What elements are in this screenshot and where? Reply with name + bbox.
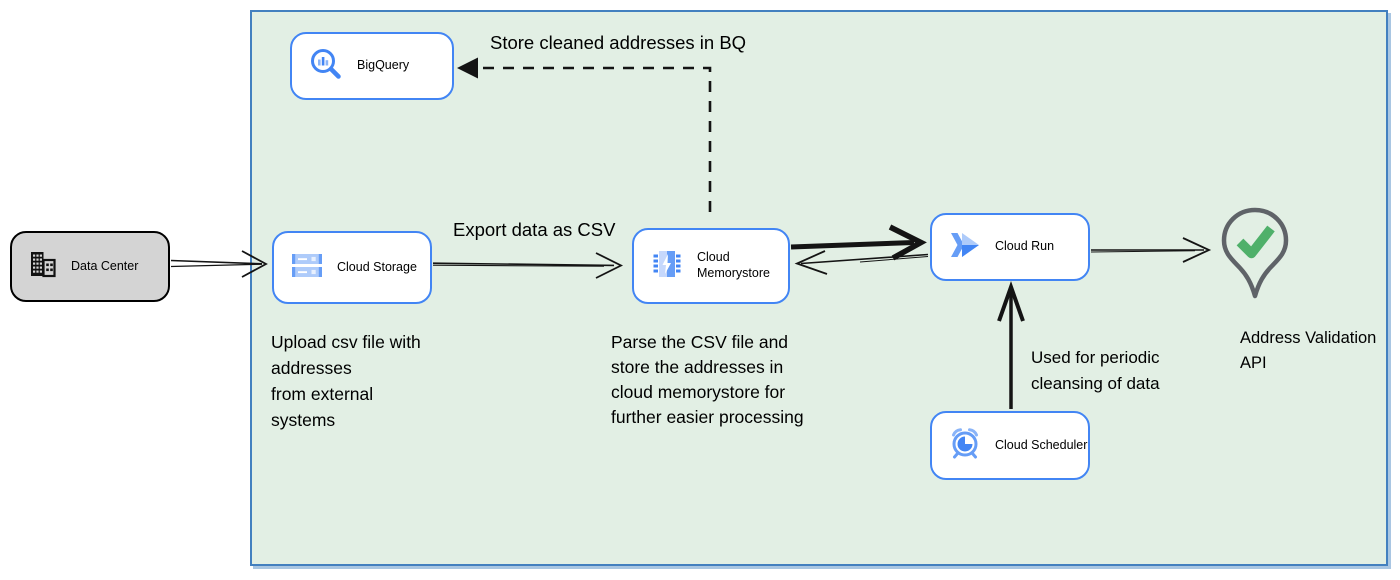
- node-cloud-run: Cloud Run: [930, 213, 1090, 281]
- node-cloud-memorystore: Cloud Memorystore: [632, 228, 790, 304]
- scheduler-alarm-clock-icon: [948, 426, 982, 465]
- location-pin-checkmark-icon: [1220, 206, 1290, 319]
- node-label: Cloud Scheduler: [995, 437, 1088, 452]
- memorystore-chip-bolt-icon: [650, 247, 684, 286]
- annotation-export-csv: Export data as CSV: [453, 219, 616, 240]
- gcp-boundary-container: [250, 10, 1388, 566]
- annotation-scheduler-note: Used for periodic cleansing of data: [1031, 348, 1160, 393]
- node-label: Cloud Memorystore: [697, 250, 770, 280]
- node-bigquery: BigQuery: [290, 32, 454, 100]
- building-icon: [28, 249, 58, 284]
- node-label: Data Center: [71, 258, 139, 273]
- bigquery-magnifier-chart-icon: [308, 46, 344, 87]
- annotation-store-cleaned-bq: Store cleaned addresses in BQ: [490, 32, 747, 53]
- address-validation-api-label: Address Validation API: [1240, 329, 1377, 372]
- cloud-run-chevron-icon: [948, 230, 982, 265]
- node-cloud-storage: Cloud Storage: [272, 231, 432, 304]
- node-label: Cloud Run: [995, 239, 1055, 254]
- node-label: BigQuery: [357, 58, 410, 73]
- node-data-center: Data Center: [10, 231, 170, 302]
- node-label: Cloud Storage: [337, 259, 417, 274]
- annotation-upload-note: Upload csv file with addresses from exte…: [271, 332, 421, 430]
- node-cloud-scheduler: Cloud Scheduler: [930, 411, 1090, 480]
- annotation-parse-note: Parse the CSV file and store the address…: [611, 332, 804, 427]
- storage-buckets-icon: [290, 250, 324, 285]
